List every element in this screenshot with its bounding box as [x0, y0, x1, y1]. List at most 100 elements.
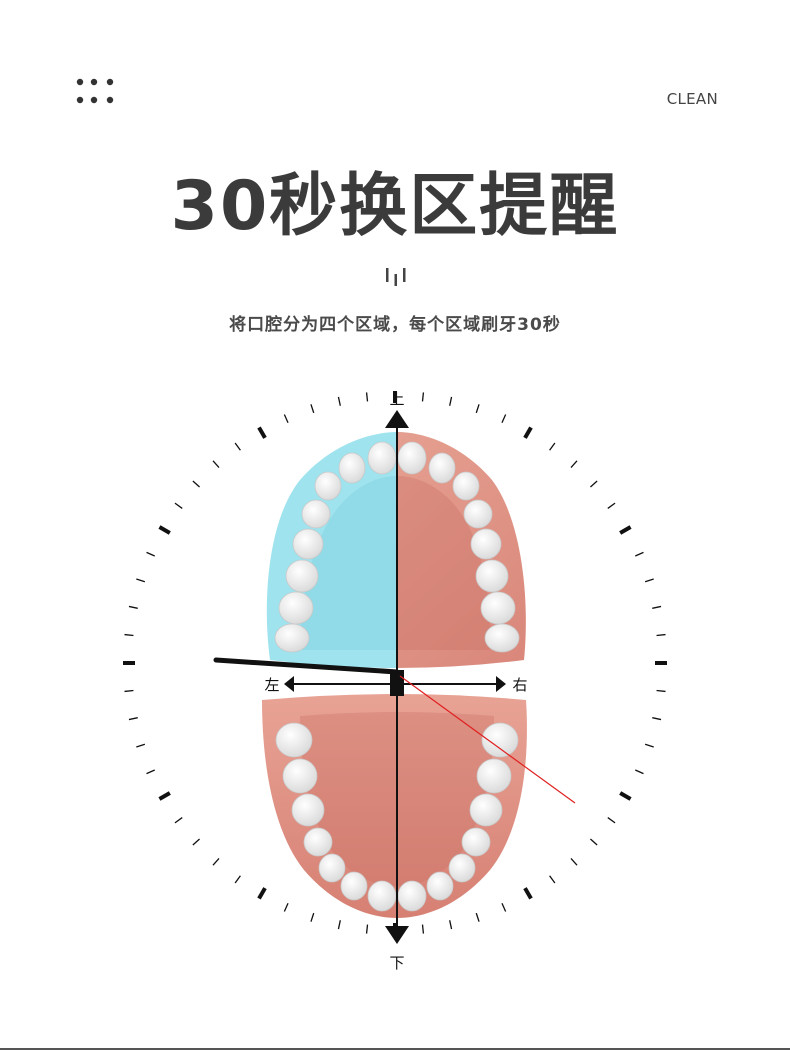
upper-jaw	[266, 432, 526, 668]
lower-tooth	[318, 853, 346, 883]
upper-tooth	[301, 499, 331, 529]
second-hand	[399, 675, 576, 804]
clock-minor-tick	[234, 442, 241, 451]
clock-minor-tick	[607, 817, 616, 824]
upper-tooth	[292, 528, 324, 560]
upper-tooth	[285, 559, 319, 593]
hour-hand	[213, 657, 400, 675]
clock-minor-tick	[310, 404, 315, 414]
bar-ticks-icon	[386, 268, 406, 286]
clock-minor-tick	[656, 689, 666, 693]
clock-minor-tick	[475, 912, 480, 922]
upper-tooth	[475, 559, 509, 593]
lower-tooth	[426, 871, 454, 901]
lower-tooth	[340, 871, 368, 901]
lower-tooth	[397, 880, 427, 912]
lower-tooth	[481, 722, 519, 758]
clock-minor-tick	[549, 875, 556, 884]
lower-tooth	[448, 853, 476, 883]
clock-minor-tick	[475, 404, 480, 414]
lower-tooth	[469, 793, 503, 827]
clock-minor-tick	[124, 633, 134, 637]
clock-minor-tick	[128, 605, 138, 609]
upper-tooth	[274, 623, 310, 653]
clock-center	[390, 670, 404, 696]
upper-tooth	[367, 441, 397, 475]
upper-tooth	[338, 452, 366, 484]
clock-minor-tick	[136, 743, 146, 748]
lower-tooth	[476, 758, 512, 794]
clock-minor-tick	[234, 875, 241, 884]
clock-minor-tick	[590, 480, 598, 488]
upper-tooth	[428, 452, 456, 484]
clock-minor-tick	[365, 924, 369, 934]
clock-minor-tick	[212, 858, 220, 866]
clock-minor-tick	[192, 480, 200, 488]
clock-major-tick	[257, 887, 267, 900]
label-bottom: 下	[389, 954, 404, 972]
lower-tooth	[282, 758, 318, 794]
clock-minor-tick	[449, 396, 453, 406]
clock-minor-tick	[146, 551, 156, 557]
clock-minor-tick	[174, 817, 183, 824]
clock-minor-tick	[607, 502, 616, 509]
clock-minor-tick	[501, 414, 507, 424]
clock-minor-tick	[192, 838, 200, 846]
clock-minor-tick	[570, 858, 578, 866]
clock-major-tick	[619, 791, 632, 801]
clock-minor-tick	[124, 689, 134, 693]
clock-minor-tick	[337, 396, 341, 406]
clock-minor-tick	[549, 442, 556, 451]
lower-tooth	[461, 827, 491, 857]
page-title: 30秒换区提醒	[170, 167, 620, 246]
brand-label: CLEAN	[666, 90, 718, 108]
upper-tooth	[278, 591, 314, 625]
clock-minor-tick	[652, 717, 662, 721]
clock-minor-tick	[421, 924, 425, 934]
clock-minor-tick	[337, 920, 341, 930]
clock-major-tick	[523, 887, 533, 900]
clock-minor-tick	[449, 920, 453, 930]
up-arrow-icon	[385, 410, 409, 428]
lower-tooth	[303, 827, 333, 857]
upper-tooth	[452, 471, 480, 501]
clock-minor-tick	[128, 717, 138, 721]
upper-tooth	[480, 591, 516, 625]
clock-minor-tick	[501, 902, 507, 912]
clock-minor-tick	[174, 502, 183, 509]
clock-minor-tick	[283, 902, 289, 912]
clock-minor-tick	[421, 392, 425, 402]
tooth-zone-clock-diagram: 上 下 左 右	[123, 390, 667, 972]
down-arrow-icon	[385, 926, 409, 944]
clock-hands	[213, 657, 576, 804]
menu-dots-icon[interactable]	[76, 78, 116, 106]
right-arrow-icon	[496, 676, 506, 692]
clock-minor-tick	[634, 769, 644, 775]
label-left: 左	[264, 676, 279, 694]
clock-minor-tick	[310, 912, 315, 922]
subtitle: 将口腔分为四个区域，每个区域刷牙30秒	[229, 315, 561, 335]
clock-major-tick	[523, 426, 533, 439]
clock-minor-tick	[634, 551, 644, 557]
lower-tooth	[367, 880, 397, 912]
upper-tooth	[484, 623, 520, 653]
clock-minor-tick	[283, 414, 289, 424]
clock-minor-tick	[656, 633, 666, 637]
clock-minor-tick	[136, 578, 146, 583]
upper-tooth	[463, 499, 493, 529]
clock-minor-tick	[570, 460, 578, 468]
label-top: 上	[389, 390, 404, 408]
clock-minor-tick	[365, 392, 369, 402]
left-arrow-icon	[284, 676, 294, 692]
clock-major-tick	[257, 426, 267, 439]
clock-minor-tick	[652, 605, 662, 609]
label-right: 右	[512, 676, 527, 694]
clock-major-tick	[619, 525, 632, 535]
upper-tooth	[470, 528, 502, 560]
clock-minor-tick	[590, 838, 598, 846]
upper-tooth	[314, 471, 342, 501]
clock-major-tick	[158, 791, 171, 801]
clock-minor-tick	[644, 743, 654, 748]
clock-minor-tick	[644, 578, 654, 583]
upper-tooth	[397, 441, 427, 475]
